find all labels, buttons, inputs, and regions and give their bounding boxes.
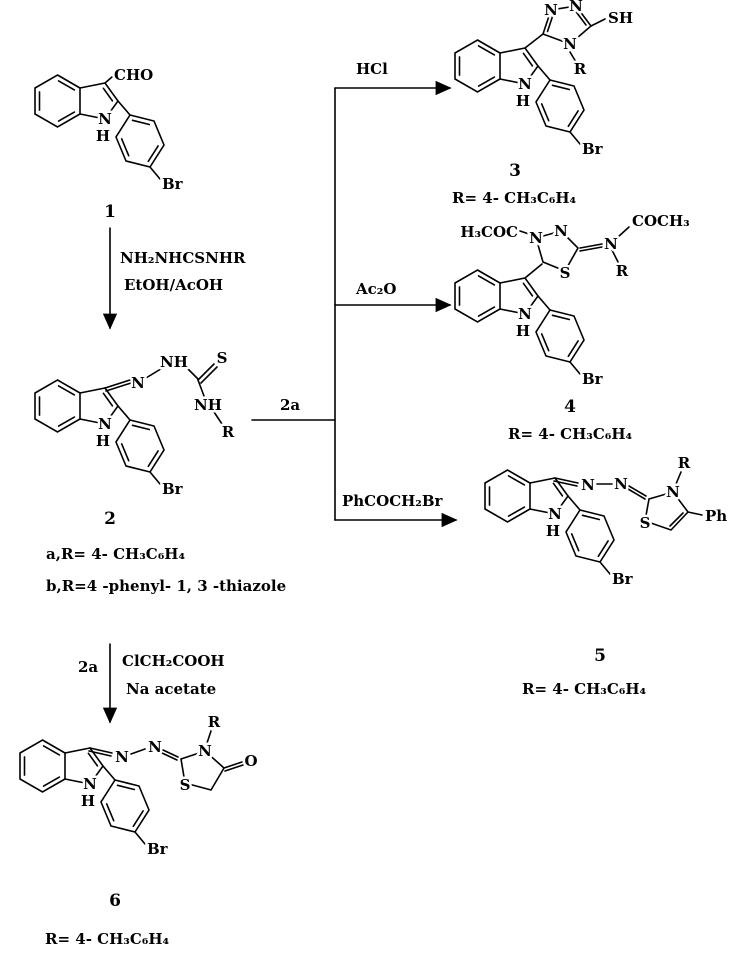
compound-2-number: 2 xyxy=(104,509,116,529)
compound-3-ring-n1-label: N xyxy=(544,1,558,19)
compound-2-imine-n-label: N xyxy=(131,374,145,392)
compound-6-carbonyl-o-label: O xyxy=(244,752,257,770)
compound-1-number: 1 xyxy=(104,202,116,222)
compound-6-number: 6 xyxy=(109,891,121,911)
compound-2-nh2-label: NH xyxy=(194,396,222,414)
compound-2-thione-s-label: S xyxy=(217,349,228,367)
compound-6: N N N S R O 6 R= 4- CH₃C₆H₄ xyxy=(20,711,260,948)
compound-6-ring-n-label: N xyxy=(198,742,212,760)
compound-1: CHO 1 xyxy=(35,64,184,222)
compound-5-ring-n-label: N xyxy=(666,483,680,501)
compound-2: N NH S NH R 2 a,R= 4- CH₃C₆H₄ b,R=4 -phe… xyxy=(35,347,286,595)
step-1-reagent-line2: EtOH/AcOH xyxy=(124,276,223,294)
branch-arrows: 2a HCl Ac₂O PhCOCH₂Br xyxy=(251,60,458,528)
compound-2-r-label: R xyxy=(222,423,235,441)
compound-1-indole xyxy=(35,75,118,145)
step-6-arrow: 2a ClCH₂COOH Na acetate xyxy=(78,643,225,724)
compound-4-acetyl-left-label: H₃COC xyxy=(460,223,518,241)
compound-4-ring-s-label: S xyxy=(560,264,571,282)
compound-1-bromophenyl xyxy=(116,101,184,193)
compound-5-r-definition: R= 4- CH₃C₆H₄ xyxy=(522,680,647,698)
compound-3: N N N SH R 3 R= 4- CH₃C₆H₄ xyxy=(452,0,636,207)
compound-4-bromophenyl xyxy=(536,296,604,388)
phcoch2br-reagent-label: PhCOCH₂Br xyxy=(342,492,444,510)
compound-6-hydrazone-n-label: N xyxy=(148,738,162,756)
compound-5-number: 5 xyxy=(594,646,606,666)
compound-6-imine-n-label: N xyxy=(115,748,129,766)
compound-3-bromophenyl xyxy=(536,66,604,158)
compound-1-bonds xyxy=(104,76,113,84)
compound-5-r-label: R xyxy=(678,454,691,472)
compound-5-indole xyxy=(485,470,568,540)
compound-3-r-label: R xyxy=(574,60,587,78)
compound-2-nh1-label: NH xyxy=(160,353,188,371)
step-1-arrow: NH₂NHCSNHR EtOH/AcOH xyxy=(102,227,246,330)
cho-label: CHO xyxy=(114,66,153,84)
compound-4-ring-n3-label: N xyxy=(554,222,568,240)
compound-3-number: 3 xyxy=(509,161,521,181)
step-1-reagent-line1: NH₂NHCSNHR xyxy=(120,249,246,267)
step-6-2a-label: 2a xyxy=(78,658,98,676)
compound-2-substituent-a: a,R= 4- CH₃C₆H₄ xyxy=(46,545,185,563)
compound-5-imine-n-label: N xyxy=(581,476,595,494)
compound-3-ring-n2-label: N xyxy=(569,0,583,15)
compound-6-r-label: R xyxy=(208,713,221,731)
compound-3-bonds xyxy=(524,5,606,63)
branch-2a-label: 2a xyxy=(280,396,300,414)
compound-5-hydrazone-n-label: N xyxy=(614,475,628,493)
compound-2-substituent-b: b,R=4 -phenyl- 1, 3 -thiazole xyxy=(46,577,286,595)
step-6-reagent-line1: ClCH₂COOH xyxy=(122,652,225,670)
hcl-reagent-label: HCl xyxy=(356,60,388,78)
step-6-reagent-line2: Na acetate xyxy=(126,680,216,698)
compound-4-exocyclic-n-label: N xyxy=(604,235,618,253)
ac2o-reagent-label: Ac₂O xyxy=(355,280,396,298)
compound-5-ring-s-label: S xyxy=(640,514,651,532)
compound-2-bromophenyl xyxy=(116,406,184,498)
compound-4-r-definition: R= 4- CH₃C₆H₄ xyxy=(508,425,633,443)
compound-3-r-definition: R= 4- CH₃C₆H₄ xyxy=(452,189,577,207)
compound-6-bonds xyxy=(88,730,244,791)
compound-4-number: 4 xyxy=(564,397,576,417)
compound-3-ring-n4-label: N xyxy=(563,35,577,53)
compound-6-indole xyxy=(20,740,103,810)
compound-6-bromophenyl xyxy=(101,766,169,858)
compound-5: N N N S R Ph 5 R= 4- CH₃C₆H₄ xyxy=(485,452,730,698)
compound-5-ph-label: Ph xyxy=(705,507,727,525)
compound-6-ring-s-label: S xyxy=(180,776,191,794)
compound-6-r-definition: R= 4- CH₃C₆H₄ xyxy=(45,930,170,948)
compound-5-bonds xyxy=(553,471,703,531)
compound-4-ring-n4-label: N xyxy=(529,229,543,247)
compound-2-bonds xyxy=(104,363,223,425)
compound-4-acetyl-right-label: COCH₃ xyxy=(632,212,690,230)
compound-4-bonds xyxy=(519,226,630,279)
compound-3-sh-label: SH xyxy=(608,9,633,27)
compound-3-indole xyxy=(455,40,538,110)
compound-5-bromophenyl xyxy=(566,496,634,588)
compound-4: N N S H₃COC N COCH₃ R 4 R= 4- CH₃C₆H₄ xyxy=(455,210,692,443)
compound-4-r-label: R xyxy=(616,262,629,280)
compound-4-indole xyxy=(455,270,538,340)
